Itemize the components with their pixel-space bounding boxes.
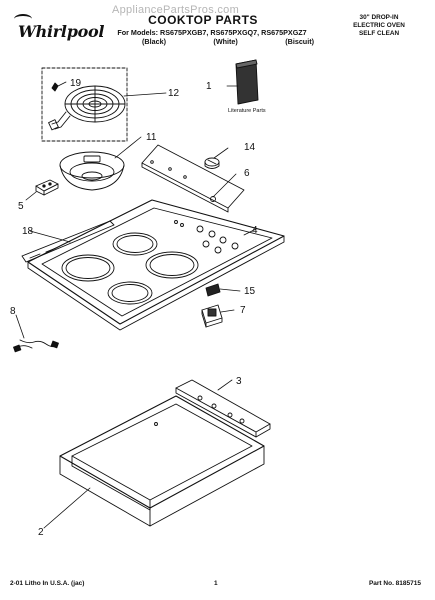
callout-8: 8 (10, 306, 16, 317)
literature-part (235, 59, 259, 105)
element-dashed-box (41, 67, 128, 142)
callout-15: 15 (244, 286, 256, 297)
front-trim-part (175, 379, 271, 438)
burner-box-part (59, 395, 265, 527)
callout-19: 19 (70, 78, 82, 89)
infinite-switch-part (201, 304, 223, 328)
callout-2: 2 (38, 527, 44, 538)
control-knob-part (204, 157, 220, 169)
callout-1: 1 (206, 81, 212, 92)
oven-description: 30" DROP-IN ELECTRIC OVEN SELF CLEAN (339, 14, 419, 38)
model-colors: (Black) (White) (Biscuit) (96, 37, 328, 46)
callout-14: 14 (244, 142, 256, 153)
terminal-block-part (35, 179, 59, 196)
model-color-white: (White) (213, 37, 238, 46)
wire-harness-part (13, 339, 59, 353)
switch-label-part (205, 283, 221, 297)
watermark: AppliancePartsPros.com (112, 4, 240, 16)
callout-12: 12 (168, 88, 180, 99)
whirlpool-logo: Whirlpool (12, 14, 108, 44)
leader-lines (15, 81, 257, 529)
drip-bowl-part (59, 151, 125, 191)
callout-7: 7 (240, 305, 246, 316)
callout-4: 4 (252, 225, 258, 236)
control-panel-part (141, 144, 245, 213)
callout-5: 5 (18, 201, 24, 212)
callout-6: 6 (244, 168, 250, 179)
model-list: For Models: RS675PXGB7, RS675PXGQ7, RS67… (96, 28, 328, 46)
model-color-biscuit: (Biscuit) (285, 37, 314, 46)
footer-page-number: 1 (214, 580, 218, 587)
trim-strip-part (21, 220, 115, 263)
cooktop-main-top-part (27, 199, 285, 331)
oven-line-2: ELECTRIC OVEN (353, 22, 405, 29)
footer-litho: 2-01 Litho In U.S.A. (jac) (10, 580, 85, 587)
callout-18: 18 (22, 226, 34, 237)
callout-3: 3 (236, 376, 242, 387)
oven-line-1: 30" DROP-IN (359, 14, 399, 21)
models-line: For Models: RS675PXGB7, RS675PXGQ7, RS67… (117, 28, 307, 37)
model-color-black: (Black) (142, 37, 166, 46)
literature-parts-label: Literature Parts (228, 108, 266, 114)
callout-11: 11 (146, 132, 157, 143)
logo-swoosh-icon (14, 14, 32, 24)
footer-part-number: Part No. 8185715 (368, 580, 421, 587)
surface-element-part (41, 67, 128, 142)
page-title: COOKTOP PARTS (148, 13, 258, 27)
oven-line-3: SELF CLEAN (358, 30, 400, 37)
logo-wordmark: Whirlpool (18, 22, 105, 41)
terminal-clip-part (51, 82, 59, 92)
